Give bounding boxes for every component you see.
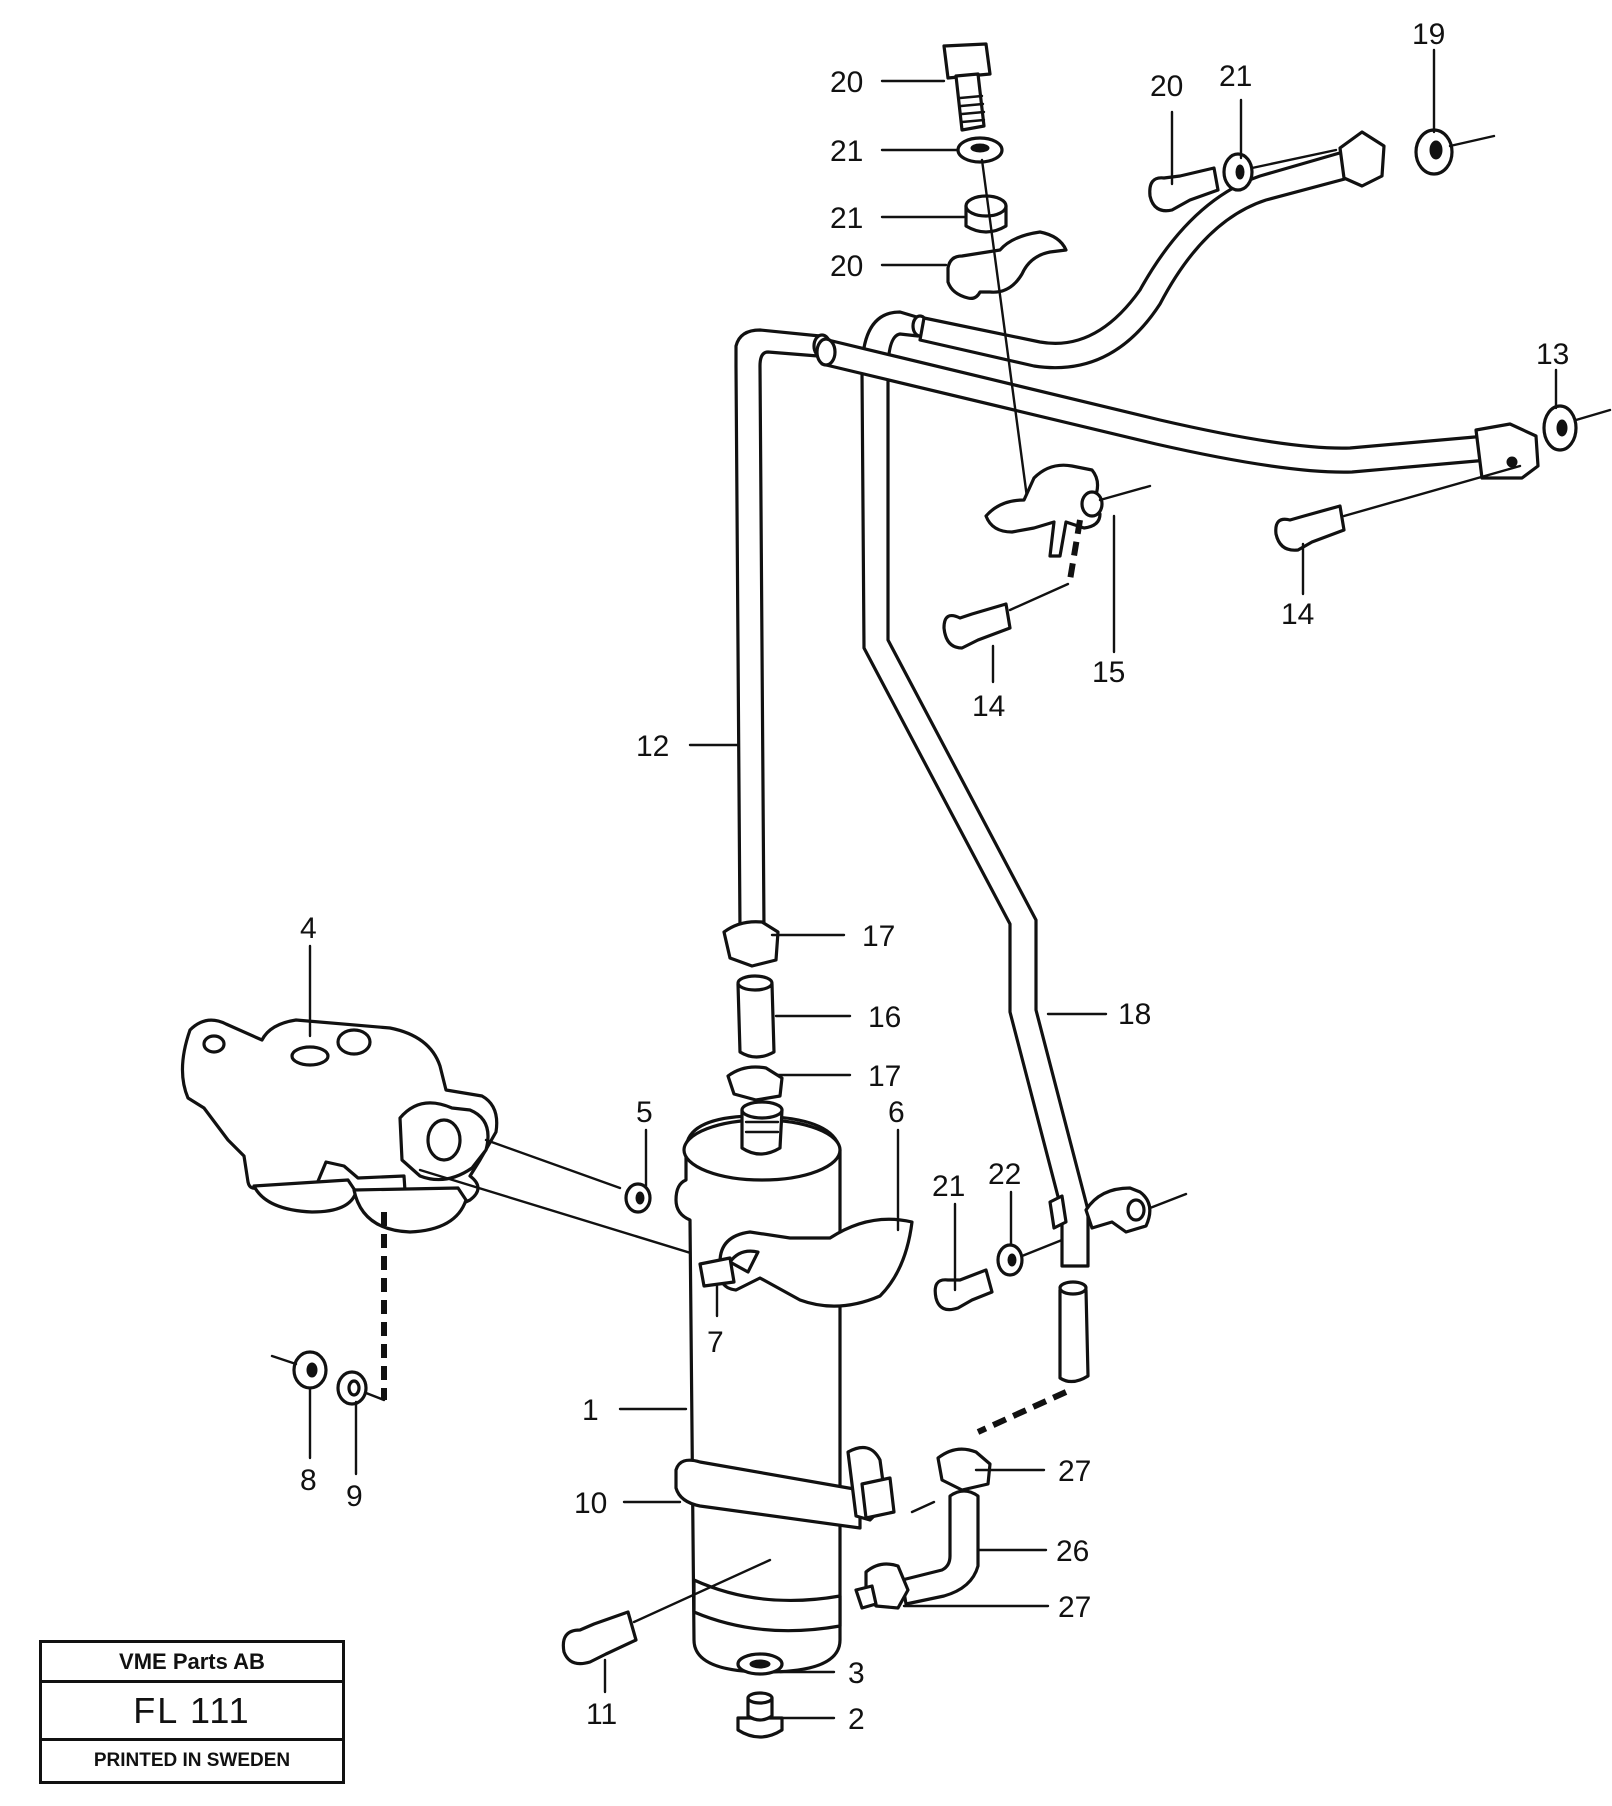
callout-17-bottom: 17 bbox=[868, 1060, 901, 1093]
washer-5 bbox=[624, 1182, 652, 1214]
callout-8: 8 bbox=[300, 1464, 317, 1497]
bolt-11 bbox=[561, 1558, 772, 1666]
washer-21-top bbox=[1222, 148, 1338, 192]
clamp-22 bbox=[946, 158, 1068, 522]
callout-13: 13 bbox=[1536, 338, 1569, 371]
clamp-10 bbox=[674, 1445, 896, 1530]
hose-18-lower bbox=[976, 1280, 1090, 1435]
callout-labels: 20 21 21 20 20 21 19 13 14 15 14 12 17 1… bbox=[300, 18, 1569, 1736]
washer-24 bbox=[956, 136, 1004, 164]
callout-12: 12 bbox=[636, 730, 669, 763]
printed-note: PRINTED IN SWEDEN bbox=[93, 1750, 291, 1771]
callout-21-top: 21 bbox=[1219, 60, 1252, 93]
hose-clip-17-bottom bbox=[726, 1065, 784, 1102]
washer-13 bbox=[1542, 404, 1612, 452]
bolt-20-top bbox=[1148, 166, 1220, 213]
leader-lines bbox=[308, 48, 1558, 1720]
callout-23: 20 bbox=[830, 66, 863, 99]
callout-1: 1 bbox=[582, 1394, 599, 1427]
callout-3: 3 bbox=[848, 1657, 865, 1690]
company-name: VME Parts AB bbox=[42, 1643, 342, 1683]
clip-7 bbox=[698, 1256, 736, 1288]
callout-18: 18 bbox=[1118, 998, 1151, 1031]
callout-7: 7 bbox=[707, 1326, 724, 1359]
callout-16: 16 bbox=[868, 1001, 901, 1034]
hose-16 bbox=[736, 974, 776, 1059]
bracket-4 bbox=[180, 1018, 722, 1264]
callout-19: 19 bbox=[1412, 18, 1445, 51]
washer-8 bbox=[270, 1350, 328, 1390]
callout-27-top: 27 bbox=[1058, 1455, 1091, 1488]
callout-17-top: 17 bbox=[862, 920, 895, 953]
washer-19 bbox=[1414, 128, 1496, 176]
plug-2 bbox=[736, 1691, 784, 1739]
callout-2: 2 bbox=[848, 1703, 865, 1736]
bolt-14-right bbox=[1274, 464, 1522, 552]
callout-11: 11 bbox=[586, 1698, 617, 1731]
callout-6: 6 bbox=[888, 1096, 905, 1129]
pipe-12 bbox=[734, 328, 832, 932]
nut-25 bbox=[964, 194, 1008, 234]
bolt-23 bbox=[942, 42, 992, 132]
callout-14-left: 14 bbox=[972, 690, 1005, 723]
callout-20-top: 20 bbox=[1150, 70, 1183, 103]
strap-6 bbox=[717, 1217, 914, 1308]
hose-26 bbox=[900, 1489, 980, 1606]
bracket-18 bbox=[1048, 1186, 1188, 1234]
pipe-to-13 bbox=[815, 337, 1540, 480]
callout-22: 20 bbox=[830, 250, 863, 283]
hose-clip-17-top bbox=[722, 920, 780, 968]
callout-9: 9 bbox=[346, 1480, 363, 1513]
drawing-code: FL 111 bbox=[42, 1683, 342, 1741]
washer-3 bbox=[736, 1652, 784, 1676]
washer-21-mid bbox=[996, 1238, 1064, 1277]
callout-26: 26 bbox=[1056, 1535, 1089, 1568]
bolt-20-mid bbox=[933, 1268, 994, 1312]
callout-15: 15 bbox=[1092, 656, 1125, 689]
callout-25: 21 bbox=[830, 202, 863, 235]
bolt-14-left bbox=[942, 582, 1070, 650]
band-lower bbox=[692, 1578, 842, 1633]
pipe-to-19 bbox=[918, 130, 1386, 370]
callout-21-mid: 22 bbox=[988, 1158, 1021, 1191]
clip-27-top bbox=[936, 1447, 992, 1492]
clip-27-bottom bbox=[854, 1562, 910, 1610]
callout-24: 21 bbox=[830, 135, 863, 168]
callout-4: 4 bbox=[300, 912, 317, 945]
callout-14-right: 14 bbox=[1281, 598, 1314, 631]
callout-10: 10 bbox=[574, 1487, 607, 1520]
callout-27-bottom: 27 bbox=[1058, 1591, 1091, 1624]
clamp-15 bbox=[984, 463, 1152, 581]
callout-20-mid: 21 bbox=[932, 1170, 965, 1203]
callout-5: 5 bbox=[636, 1096, 653, 1129]
title-block: VME Parts AB FL 111 PRINTED IN SWEDEN bbox=[39, 1640, 345, 1784]
washer-9 bbox=[336, 1370, 368, 1406]
